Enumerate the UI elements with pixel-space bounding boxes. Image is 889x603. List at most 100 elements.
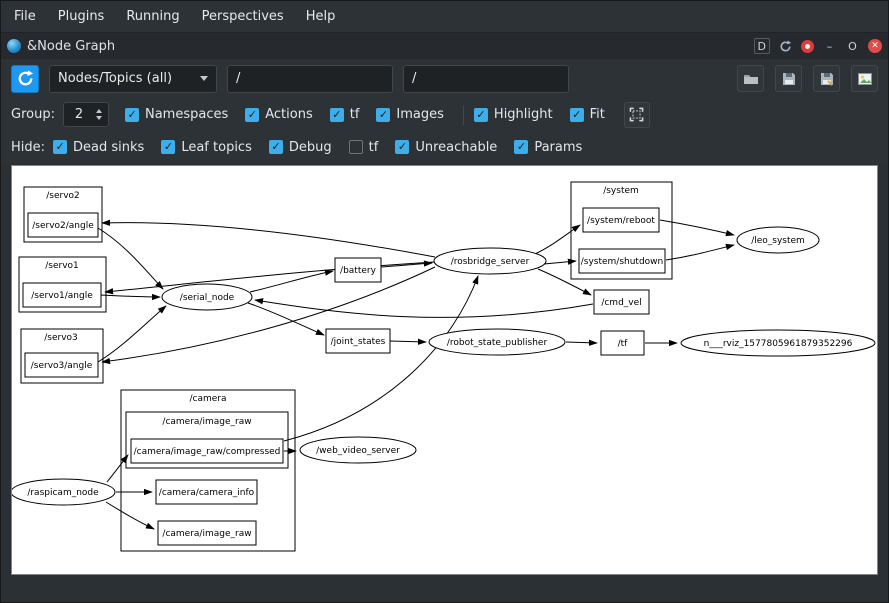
checkbox-tf-group[interactable]: tf xyxy=(329,107,360,122)
dock-minimize-button[interactable]: – xyxy=(826,39,833,53)
graph-namespace-label: /servo2 xyxy=(46,191,80,201)
graph-edge xyxy=(101,266,436,365)
save-svg-button[interactable] xyxy=(813,65,840,92)
graph-topic-box xyxy=(22,282,102,308)
folder-open-icon xyxy=(743,74,758,84)
menu-plugins[interactable]: Plugins xyxy=(57,9,105,24)
graph-edge xyxy=(104,261,435,295)
group-spinbox-value: 2 xyxy=(74,107,84,122)
menu-perspectives[interactable]: Perspectives xyxy=(201,9,284,24)
checkbox-label: Dead sinks xyxy=(73,139,145,155)
graph-edge xyxy=(565,339,598,346)
node-graph-svg: /servo2/angle/servo1/angle/servo3/angle/… xyxy=(12,181,876,552)
hide-row: Hide: Dead sinks Leaf topics Debug tf Un… xyxy=(1,131,888,163)
graph-topic-label: /battery xyxy=(340,266,377,276)
graph-node-label: /raspicam_node xyxy=(27,488,99,498)
menu-bar: File Plugins Running Perspectives Help xyxy=(1,1,888,32)
checkbox-leaf-topics[interactable]: Leaf topics xyxy=(161,140,252,155)
graph-namespace-label: /camera/image_raw xyxy=(162,417,251,427)
graph-topic-label: /system/reboot xyxy=(587,216,655,226)
graph-edge xyxy=(389,338,427,345)
graph-edge xyxy=(105,501,155,530)
checkbox-fit[interactable]: Fit xyxy=(569,107,605,122)
graph-edge xyxy=(534,224,581,255)
refresh-graph-button[interactable] xyxy=(11,64,39,93)
graph-node-ellipse xyxy=(161,283,253,311)
reload-icon xyxy=(780,39,792,52)
graph-topic-box xyxy=(325,328,391,354)
checkbox-dead-sinks[interactable]: Dead sinks xyxy=(53,140,144,155)
checkbox-highlight[interactable]: Highlight xyxy=(473,107,553,122)
checkbox-unreachable[interactable]: Unreachable xyxy=(395,140,497,155)
checkbox-label: Actions xyxy=(265,107,313,122)
dock-help-icon[interactable] xyxy=(801,39,814,53)
menu-file[interactable]: File xyxy=(14,9,36,24)
checkbox-box-icon xyxy=(268,140,283,154)
graph-topic-label: /servo2/angle xyxy=(32,221,94,231)
dock-float-button[interactable]: O xyxy=(848,39,857,53)
graph-node-label: /rosbridge_server xyxy=(451,257,530,267)
checkbox-label: Images xyxy=(396,107,444,122)
checkbox-label: Namespaces xyxy=(144,107,229,122)
checkbox-box-icon xyxy=(124,107,139,122)
graph-topic-box xyxy=(582,207,660,233)
graph-node-label: n___rviz_1577805961879352296 xyxy=(704,339,853,349)
graph-edge xyxy=(254,298,594,318)
checkbox-namespaces[interactable]: Namespaces xyxy=(124,107,229,122)
graph-toolbar: Nodes/Topics (all) xyxy=(1,59,888,98)
checkbox-box-icon xyxy=(245,107,260,122)
graph-type-combo[interactable]: Nodes/Topics (all) xyxy=(49,64,217,93)
load-dot-button[interactable] xyxy=(737,65,764,92)
dock-reload-icon[interactable] xyxy=(778,38,793,54)
graph-topic-label: /cmd_vel xyxy=(601,298,641,308)
save-icon xyxy=(782,72,795,85)
dock-close-button[interactable]: ✕ xyxy=(868,39,882,53)
group-label: Group: xyxy=(11,107,55,122)
graph-topic-box xyxy=(600,330,645,356)
status-strip xyxy=(1,575,888,602)
checkbox-label: tf xyxy=(368,139,379,155)
graph-edge xyxy=(537,268,592,296)
checkbox-debug[interactable]: Debug xyxy=(268,140,332,155)
fit-in-view-button[interactable] xyxy=(623,101,650,128)
checkbox-label: Highlight xyxy=(493,107,553,122)
graph-topic-box xyxy=(334,257,382,283)
graph-canvas[interactable]: /servo2/angle/servo1/angle/servo3/angle/… xyxy=(11,165,878,575)
graph-topic-label: /joint_states xyxy=(331,337,386,347)
dock-detach-button[interactable]: D xyxy=(753,38,770,54)
checkbox-label: tf xyxy=(349,107,360,122)
checkbox-params[interactable]: Params xyxy=(514,140,582,155)
graph-topic-label: /system/shutdown xyxy=(581,257,664,267)
topic-filter-input[interactable] xyxy=(403,64,569,93)
options-row: Group: 2 Namespaces Actions tf Images Hi… xyxy=(1,98,888,131)
menu-running[interactable]: Running xyxy=(126,9,180,24)
image-icon xyxy=(857,72,872,85)
checkbox-box-icon xyxy=(395,140,410,154)
checkbox-hide-tf[interactable]: tf xyxy=(348,139,379,155)
toolbar-separator xyxy=(462,104,464,125)
graph-edge xyxy=(665,243,735,261)
graph-type-combo-value: Nodes/Topics (all) xyxy=(58,71,173,86)
save-as-icon xyxy=(820,72,833,86)
group-spinbox[interactable]: 2 xyxy=(62,102,109,127)
node-graph-plugin-icon xyxy=(7,39,21,53)
node-filter-input[interactable] xyxy=(227,64,393,93)
graph-edge xyxy=(283,275,479,442)
menu-help[interactable]: Help xyxy=(305,9,336,24)
graph-edge xyxy=(247,302,325,336)
save-dot-button[interactable] xyxy=(775,65,802,92)
graph-topic-label: /tf xyxy=(618,339,629,349)
save-image-button[interactable] xyxy=(851,65,878,92)
graph-topic-box xyxy=(130,438,284,464)
graph-node-ellipse xyxy=(299,436,417,464)
checkbox-images[interactable]: Images xyxy=(376,107,444,122)
checkbox-box-icon xyxy=(569,107,584,122)
graph-namespace-label: /system xyxy=(603,186,639,196)
checkbox-box-icon xyxy=(376,107,391,122)
checkbox-actions[interactable]: Actions xyxy=(245,107,313,122)
graph-topic-box xyxy=(27,212,99,238)
fit-view-icon xyxy=(630,107,644,122)
spinbox-arrows-icon[interactable] xyxy=(94,109,108,120)
graph-edge xyxy=(97,305,167,363)
